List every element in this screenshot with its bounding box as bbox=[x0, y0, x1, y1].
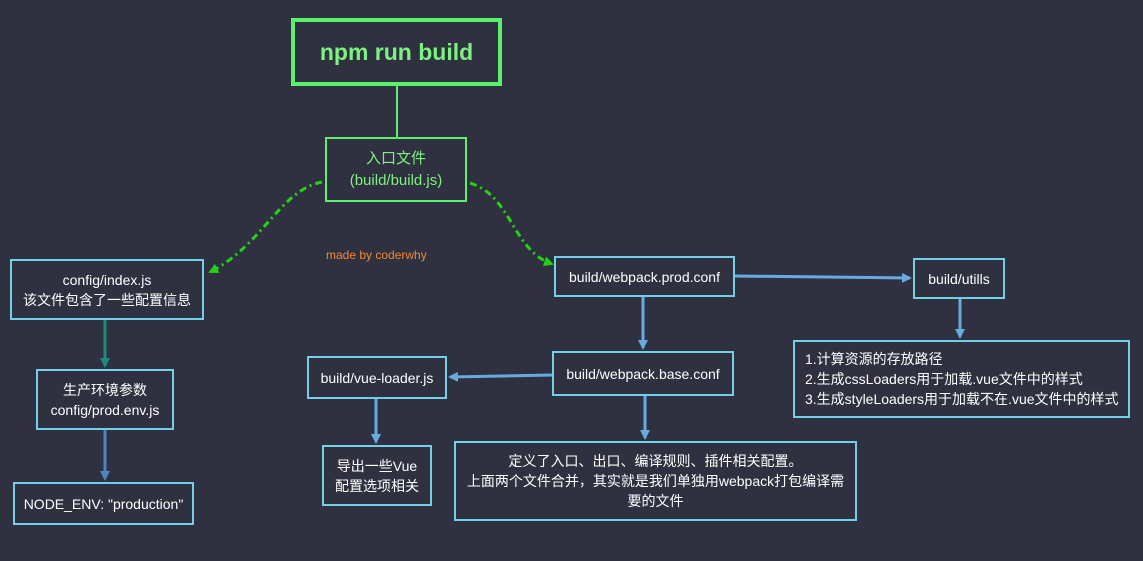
node-config-index: config/index.js 该文件包含了一些配置信息 bbox=[10, 259, 204, 320]
node-text-line: 配置选项相关 bbox=[335, 477, 419, 494]
node-text-line: (build/build.js) bbox=[349, 171, 443, 189]
node-vue-loader-description: 导出一些Vue 配置选项相关 bbox=[322, 445, 432, 506]
node-base-description: 定义了入口、出口、编译规则、插件相关配置。上面两个文件合并，其实就是我们单独用w… bbox=[454, 441, 857, 521]
node-npm-run-build: npm run build bbox=[291, 18, 502, 86]
node-text-line: NODE_ENV: "production" bbox=[23, 495, 184, 512]
node-text-line: build/webpack.base.conf bbox=[566, 365, 720, 382]
node-webpack-base-conf: build/webpack.base.conf bbox=[552, 351, 734, 396]
node-entry-file: 入口文件 (build/build.js) bbox=[325, 137, 467, 202]
arrow-base-to-vueloader bbox=[448, 371, 553, 382]
node-text-line: 上面两个文件合并，其实就是我们单独用webpack打包编译需 bbox=[466, 473, 845, 489]
node-text-line: 2.生成cssLoaders用于加载.vue文件中的样式 bbox=[805, 371, 1083, 387]
node-text-line: 该文件包含了一些配置信息 bbox=[23, 291, 191, 308]
node-text-line: 生产环境参数 bbox=[63, 381, 147, 398]
node-text-line: 定义了入口、出口、编译规则、插件相关配置。 bbox=[508, 453, 803, 469]
node-text-line: config/index.js bbox=[62, 271, 152, 288]
node-text-line: 导出一些Vue bbox=[336, 457, 418, 474]
node-build-utils: build/utills bbox=[913, 258, 1005, 299]
node-text-line: 3.生成styleLoaders用于加载不在.vue文件中的样式 bbox=[805, 391, 1119, 407]
node-text-line: build/vue-loader.js bbox=[320, 369, 434, 386]
arrow-entry-to-prod bbox=[469, 181, 554, 267]
node-text-line: 1.计算资源的存放路径 bbox=[805, 351, 943, 367]
node-text-line: 入口文件 bbox=[365, 149, 426, 167]
node-webpack-prod-conf: build/webpack.prod.conf bbox=[554, 256, 735, 297]
node-text-line: build/webpack.prod.conf bbox=[569, 268, 720, 285]
node-vue-loader: build/vue-loader.js bbox=[307, 356, 447, 399]
node-text-line: 要的文件 bbox=[627, 493, 684, 509]
node-utils-description: 1.计算资源的存放路径 2.生成cssLoaders用于加载.vue文件中的样式 3… bbox=[793, 340, 1130, 418]
arrow-prod-to-utils bbox=[734, 272, 912, 283]
node-node-env: NODE_ENV: "production" bbox=[13, 482, 194, 525]
node-text-line: build/utills bbox=[928, 270, 990, 287]
credit-text: made by coderwhy bbox=[326, 248, 427, 262]
node-text-line: config/prod.env.js bbox=[50, 401, 160, 418]
node-prod-env: 生产环境参数 config/prod.env.js bbox=[36, 369, 174, 430]
node-text-line: npm run build bbox=[319, 39, 474, 65]
arrow-entry-to-config bbox=[208, 180, 323, 274]
